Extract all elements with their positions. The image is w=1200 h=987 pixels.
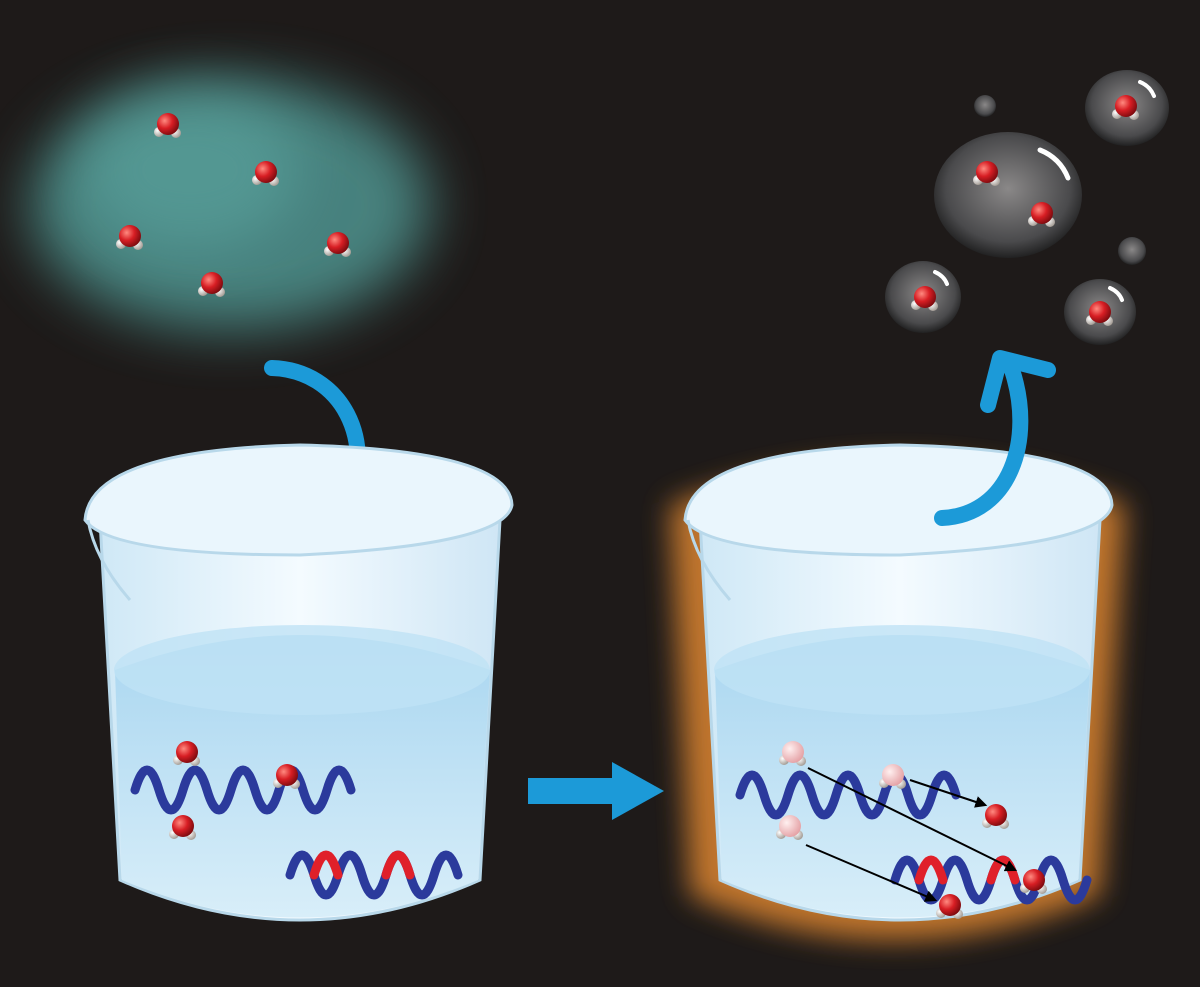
- polymer-chain-copolymer: [285, 850, 463, 900]
- migration-arrow-icon: [807, 767, 1018, 872]
- droplet-small: [974, 95, 996, 117]
- water-droplets: [885, 70, 1169, 345]
- water-vapor-cloud: [30, 80, 430, 330]
- migration-arrow-icon: [909, 779, 988, 808]
- droplet-small: [1118, 237, 1146, 265]
- droplet: [885, 261, 961, 333]
- release-arrow-icon: [934, 350, 1056, 526]
- droplet-large: [934, 132, 1082, 258]
- polymer-chain: [130, 765, 356, 815]
- beaker-right-heated: [670, 443, 1125, 940]
- migration-arrow-icon: [805, 844, 938, 902]
- polymer-chain: [735, 770, 961, 820]
- droplet: [1064, 279, 1136, 345]
- process-arrow-icon: [528, 762, 664, 820]
- beaker-left: [83, 443, 514, 922]
- droplet: [1085, 70, 1169, 146]
